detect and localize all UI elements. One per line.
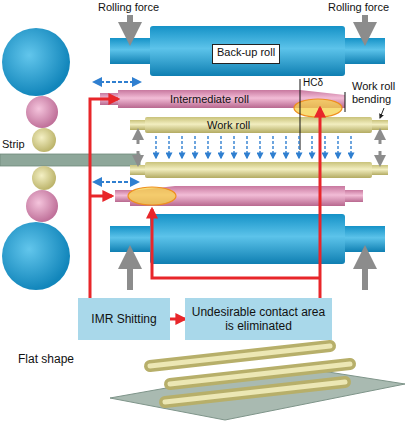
roll-label-box: Back-up roll xyxy=(212,44,280,64)
strip-label: Strip xyxy=(2,138,25,151)
node-text: Work roll xyxy=(207,119,250,131)
connector-arrow xyxy=(319,108,322,298)
dimension-label: HCδ xyxy=(303,77,323,89)
process-box: Undesirable contact area is eliminated xyxy=(185,298,332,340)
node-text: Undesirable contact area is eliminated xyxy=(191,305,326,333)
node-text: IMR Shitting xyxy=(91,312,156,326)
callout-label: Work roll bending xyxy=(352,80,418,106)
force-label: Rolling force xyxy=(328,1,389,14)
work-roll: Work roll xyxy=(145,117,372,137)
intermediate-roll: Intermediate roll xyxy=(118,90,345,108)
connector-arrow xyxy=(170,318,185,321)
node-text: Intermediate roll xyxy=(170,93,249,105)
process-box: IMR Shitting xyxy=(78,298,170,340)
node-text: Back-up roll xyxy=(217,46,275,58)
connector-arrow xyxy=(90,99,118,298)
force-label: Rolling force xyxy=(98,1,159,14)
caption-label: Flat shape xyxy=(18,352,74,366)
